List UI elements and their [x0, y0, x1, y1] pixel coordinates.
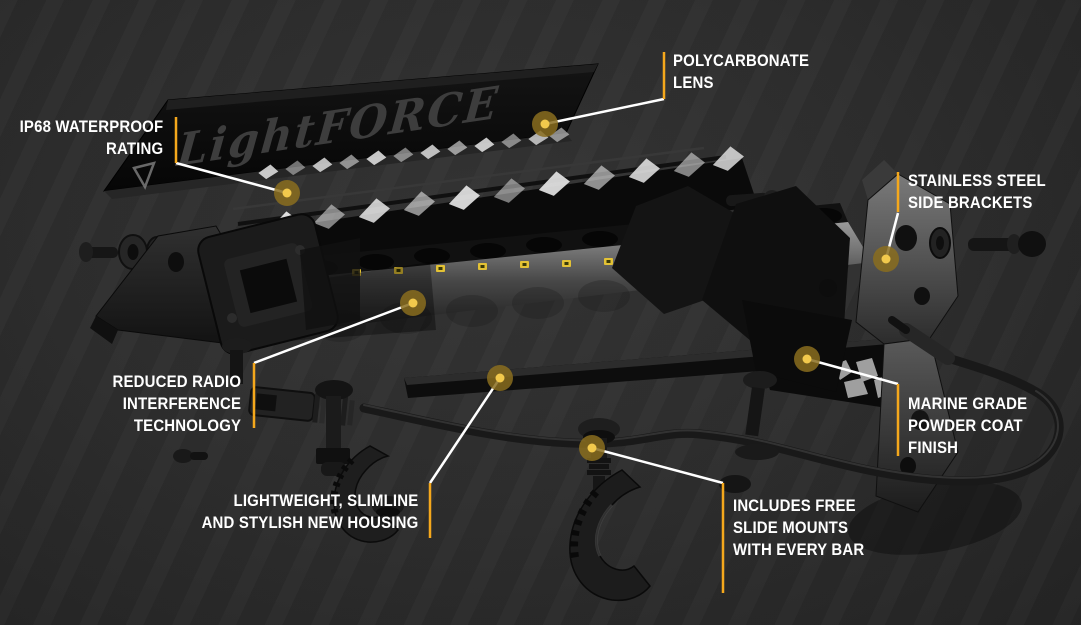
callout-line: LIGHTWEIGHT, SLIMLINE	[233, 491, 418, 510]
callout-dot	[873, 246, 899, 272]
leader-line	[428, 377, 502, 484]
bracket-hole	[911, 410, 929, 430]
bolt-shaft	[745, 386, 765, 437]
dot-inner	[408, 298, 418, 308]
bolt-head	[315, 380, 353, 400]
left-bracket-assembly	[79, 213, 360, 355]
dot-inner	[495, 373, 505, 383]
end-cap-shadow	[300, 238, 360, 330]
bracket-foot	[90, 316, 118, 344]
lens-emblem-icon	[132, 161, 157, 190]
dot-inner	[802, 354, 812, 364]
callout-dot	[579, 435, 605, 461]
callout-dot	[532, 111, 558, 137]
right-bracket-assembly	[612, 160, 1046, 513]
dot-inner	[540, 119, 550, 129]
foot-serration	[330, 457, 355, 518]
bolt-head	[719, 475, 751, 493]
bracket-clamp	[702, 186, 850, 352]
dot-inner	[587, 443, 597, 453]
bracket-hole	[168, 252, 184, 272]
callout-line: STAINLESS STEEL	[908, 171, 1046, 190]
bracket-hole	[819, 279, 837, 297]
bolt-head	[1018, 231, 1046, 257]
leader-line	[591, 446, 724, 485]
bracket-tab	[862, 160, 898, 200]
foot-highlight	[595, 503, 614, 557]
callout-line: FINISH	[908, 438, 959, 457]
heat-shrink	[899, 323, 955, 365]
bolt-shaft	[326, 396, 341, 450]
cable-highlight	[363, 390, 1059, 479]
bracket-block	[612, 186, 736, 314]
bolt-thread	[587, 458, 611, 463]
wiring-harness	[248, 316, 1064, 486]
bolt-shaft	[230, 350, 243, 384]
bolt-head	[79, 242, 93, 262]
callout-line: RATING	[105, 139, 163, 158]
leader-line	[806, 357, 899, 386]
small-bolt-shaft	[190, 452, 208, 460]
bolt-thread	[587, 470, 611, 475]
dot-inner	[881, 254, 891, 264]
bolt-cap	[321, 462, 346, 476]
bolt-head	[743, 371, 777, 389]
callout-line: SLIDE MOUNTS	[733, 518, 849, 537]
bracket-hole	[900, 457, 916, 475]
callout-label-lightweight-slimline-housing: LIGHTWEIGHT, SLIMLINE AND STYLISH NEW HO…	[201, 490, 418, 534]
callout-label-polycarbonate-lens: POLYCARBONATE LENS	[673, 50, 809, 94]
callout-line: IP68 WATERPROOF	[19, 117, 163, 136]
bolt-collar	[1007, 234, 1021, 254]
bolt-shaft	[968, 238, 1016, 251]
bolt-thread	[589, 464, 609, 469]
leader-line	[253, 301, 414, 365]
bracket-base	[742, 300, 852, 392]
callout-dot	[487, 365, 513, 391]
washer	[735, 444, 779, 460]
callout-line: SIDE BRACKETS	[908, 193, 1033, 212]
dot-inner	[282, 188, 292, 198]
washer-hole	[127, 244, 139, 260]
foot-serration	[570, 489, 600, 563]
callout-label-reduced-radio-interference: REDUCED RADIO INTERFERENCE TECHNOLOGY	[112, 371, 241, 437]
bracket-hole	[914, 287, 930, 305]
callout-label-includes-free-slide-mounts: INCLUDES FREE SLIDE MOUNTS WITH EVERY BA…	[733, 495, 864, 561]
thin-rail	[232, 146, 705, 211]
screw	[227, 313, 237, 323]
callout-line: AND STYLISH NEW HOUSING	[201, 513, 418, 532]
lens-top-bevel	[166, 64, 598, 110]
slide-mount-feet	[330, 445, 651, 602]
callout-line: POWDER COAT	[908, 416, 1023, 435]
washer-hole	[936, 236, 944, 250]
callout-label-marine-grade-powder-coat-finish: MARINE GRADE POWDER COAT FINISH	[908, 393, 1027, 459]
callout-line: MARINE GRADE	[908, 394, 1028, 413]
callout-dot	[400, 290, 426, 316]
heat-shrink-tip	[888, 316, 910, 334]
leader-line	[175, 161, 288, 195]
accent-ticks	[174, 52, 900, 593]
callout-dot	[274, 180, 300, 206]
bracket-hole	[895, 225, 917, 251]
leader-lines	[175, 97, 900, 485]
callout-line: INTERFERENCE	[122, 394, 241, 413]
callout-line: LENS	[673, 73, 714, 92]
bolt-head	[222, 338, 252, 354]
callout-label-ip68-waterproof-rating: IP68 WATERPROOF RATING	[19, 116, 163, 160]
leader-line	[544, 97, 665, 126]
callout-line: TECHNOLOGY	[133, 416, 241, 435]
small-bolt	[173, 449, 193, 463]
callout-label-stainless-steel-side-brackets: STAINLESS STEEL SIDE BRACKETS	[908, 170, 1046, 214]
callout-line: POLYCARBONATE	[673, 51, 810, 70]
callout-line: WITH EVERY BAR	[733, 540, 865, 559]
hex-nut	[316, 448, 350, 464]
anchor-dots	[274, 111, 899, 461]
callout-line: REDUCED RADIO	[112, 372, 241, 391]
callout-dot	[794, 346, 820, 372]
bolt-shaft	[86, 247, 118, 258]
callout-line: INCLUDES FREE	[733, 496, 856, 515]
